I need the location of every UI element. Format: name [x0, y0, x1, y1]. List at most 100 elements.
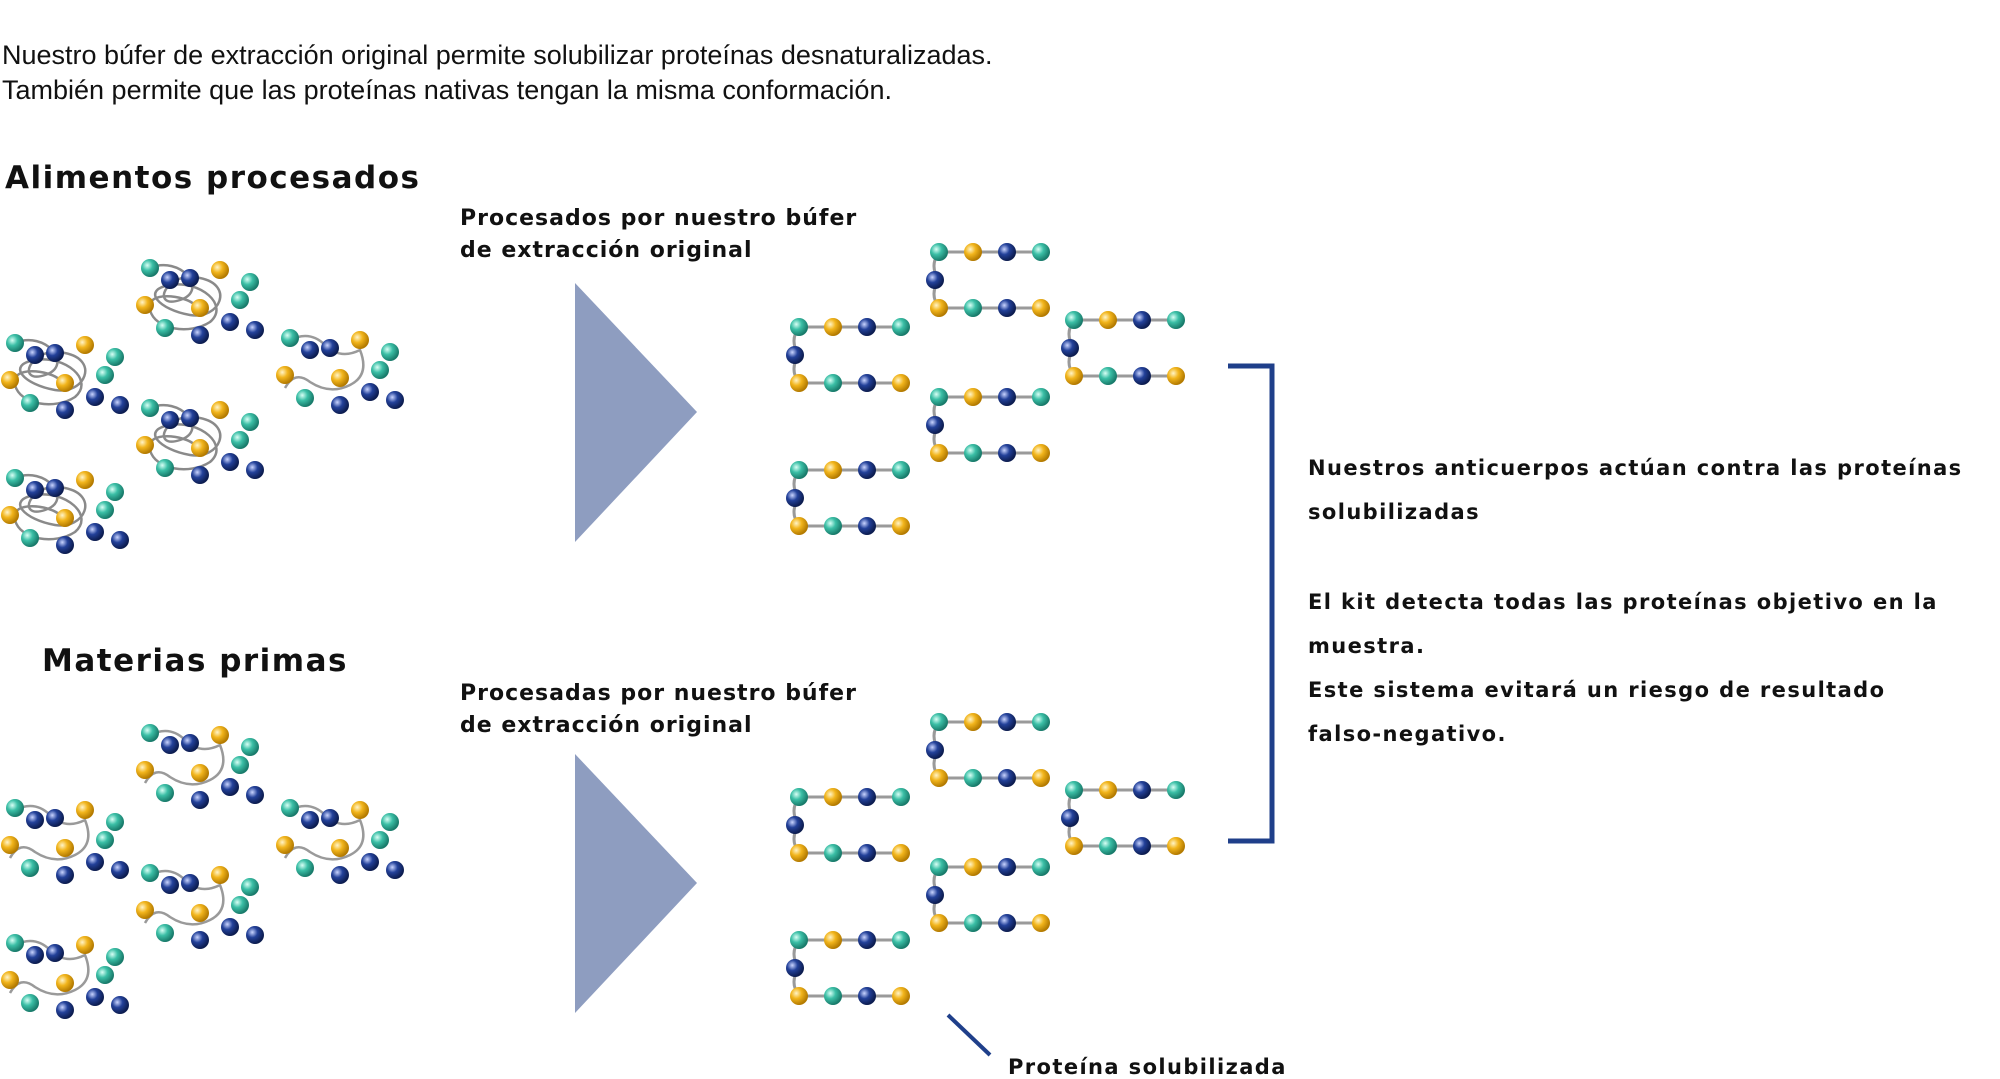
bead: [790, 318, 808, 336]
fold-strand: [143, 869, 225, 926]
native-protein-cluster: [136, 864, 264, 949]
bead: [964, 713, 982, 731]
fold-strand: [283, 334, 365, 391]
bead: [46, 344, 64, 362]
bead: [46, 809, 64, 827]
native-protein-cluster: [1, 934, 129, 1019]
bead: [6, 799, 24, 817]
bead: [998, 914, 1016, 932]
result-bracket: [1228, 363, 1275, 844]
bead: [221, 918, 239, 936]
bead: [221, 778, 239, 796]
bead: [211, 401, 229, 419]
bead: [858, 517, 876, 535]
tangle-strand: [13, 473, 87, 541]
bead: [892, 461, 910, 479]
top-arrow-caption-line-2: de extracción original: [460, 238, 753, 263]
bead: [998, 769, 1016, 787]
bead: [824, 931, 842, 949]
bead: [1032, 769, 1050, 787]
bead: [1065, 837, 1083, 855]
bead: [136, 296, 154, 314]
raw-materials-title: Materias primas: [42, 643, 348, 679]
bead: [824, 987, 842, 1005]
bead: [281, 799, 299, 817]
solubilized-protein-chain: [926, 243, 1050, 317]
bead: [361, 853, 379, 871]
bead: [141, 724, 159, 742]
bead: [111, 396, 129, 414]
bead: [858, 374, 876, 392]
solubilized-protein-chain: [1061, 311, 1185, 385]
bead: [964, 299, 982, 317]
bead: [301, 341, 319, 359]
bead: [56, 974, 74, 992]
bead: [246, 926, 264, 944]
bead: [56, 401, 74, 419]
bead: [786, 489, 804, 507]
bead: [790, 461, 808, 479]
bead: [930, 444, 948, 462]
notes-line-3: El kit detecta todas las proteínas objet…: [1308, 590, 1938, 614]
bead: [1065, 367, 1083, 385]
bottom-arrow-caption: Procesadas por nuestro búfer de extracci…: [460, 678, 857, 742]
bead: [211, 726, 229, 744]
bead: [191, 931, 209, 949]
bead: [892, 931, 910, 949]
bead: [964, 243, 982, 261]
notes-line-5: Este sistema evitará un riesgo de result…: [1308, 678, 1886, 702]
bead: [790, 374, 808, 392]
bead: [926, 271, 944, 289]
bead: [6, 469, 24, 487]
bead: [46, 479, 64, 497]
bead: [790, 788, 808, 806]
bead: [241, 878, 259, 896]
bead: [892, 788, 910, 806]
callout-leader-line: [946, 1013, 992, 1057]
bead: [1032, 243, 1050, 261]
bead: [1133, 781, 1151, 799]
bead: [892, 987, 910, 1005]
bead: [930, 713, 948, 731]
notes-line-4: muestra.: [1308, 634, 1426, 658]
bead: [351, 801, 369, 819]
bead: [1133, 367, 1151, 385]
bead: [86, 853, 104, 871]
bead: [331, 839, 349, 857]
bead: [381, 343, 399, 361]
bead: [6, 334, 24, 352]
notes-line-1: Nuestros anticuerpos actúan contra las p…: [1308, 456, 1963, 480]
bead: [786, 346, 804, 364]
solubilized-protein-chain: [786, 788, 910, 862]
bead: [1061, 809, 1079, 827]
top-arrow-caption: Procesados por nuestro búfer de extracci…: [460, 203, 857, 267]
chain-strand: [932, 720, 1045, 780]
bead: [281, 329, 299, 347]
bead: [96, 966, 114, 984]
bead: [1061, 339, 1079, 357]
bead: [930, 858, 948, 876]
bead: [926, 416, 944, 434]
notes-line-2: solubilizadas: [1308, 500, 1480, 524]
bead: [21, 994, 39, 1012]
bead: [930, 769, 948, 787]
solubilized-protein-chain: [786, 461, 910, 535]
intro-text: Nuestro búfer de extracción original per…: [2, 38, 993, 108]
bead: [998, 444, 1016, 462]
denatured-protein-cluster: [136, 399, 264, 484]
bead: [141, 864, 159, 882]
bead: [824, 517, 842, 535]
bead: [276, 366, 294, 384]
chain-strand: [1067, 318, 1180, 378]
bead: [381, 813, 399, 831]
bead: [786, 816, 804, 834]
bead: [6, 934, 24, 952]
bead: [231, 431, 249, 449]
bead: [86, 388, 104, 406]
bead: [1032, 388, 1050, 406]
bead: [156, 319, 174, 337]
bead: [964, 769, 982, 787]
native-protein-cluster: [276, 799, 404, 884]
bead: [998, 388, 1016, 406]
bead: [786, 959, 804, 977]
